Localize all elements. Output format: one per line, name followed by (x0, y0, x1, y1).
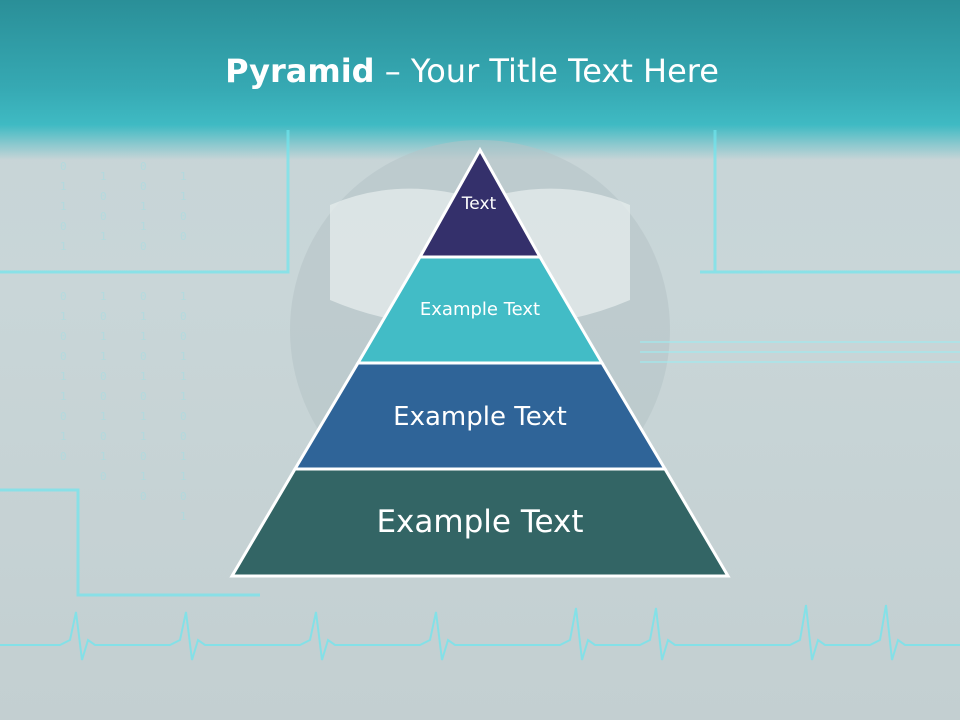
title-text: Your Title Text Here (410, 52, 719, 90)
header-band (0, 0, 960, 160)
svg-text:1: 1 (100, 410, 107, 423)
svg-text:1: 1 (180, 510, 187, 523)
binary-columns: 0 1 1 0 1 0 1 0 0 1 1 0 1 0 1 0 0 1 1 0 1 1 0 0 1 0 1 0 0 0 1 1 0 0 1 1 0 1… (60, 160, 187, 523)
title-bold: Pyramid (225, 52, 375, 90)
svg-text:1: 1 (140, 370, 147, 383)
tier-1-label: Text (461, 194, 497, 214)
svg-text:0: 0 (180, 410, 187, 423)
svg-text:1: 1 (100, 350, 107, 363)
circuit-lines (0, 130, 960, 597)
svg-text:0: 0 (100, 470, 107, 483)
tier-2-label: Example Text (420, 299, 540, 320)
svg-text:1: 1 (180, 350, 187, 363)
svg-text:0: 0 (140, 240, 147, 253)
svg-text:0: 0 (140, 490, 147, 503)
svg-text:0: 0 (100, 370, 107, 383)
svg-text:1: 1 (140, 470, 147, 483)
svg-text:0: 0 (180, 490, 187, 503)
svg-text:0: 0 (140, 160, 147, 173)
svg-text:0: 0 (60, 350, 67, 363)
svg-text:0: 0 (60, 160, 67, 173)
svg-text:0: 0 (180, 430, 187, 443)
svg-text:1: 1 (60, 390, 67, 403)
svg-text:1: 1 (140, 310, 147, 323)
svg-text:1: 1 (100, 330, 107, 343)
svg-text:0: 0 (100, 430, 107, 443)
svg-text:0: 0 (140, 350, 147, 363)
slide-title: Pyramid – Your Title Text Here (0, 52, 944, 90)
title-dash: – (374, 52, 411, 90)
svg-text:0: 0 (140, 450, 147, 463)
svg-text:0: 0 (60, 410, 67, 423)
svg-text:0: 0 (60, 450, 67, 463)
svg-text:0: 0 (100, 210, 107, 223)
svg-text:1: 1 (60, 370, 67, 383)
svg-text:0: 0 (100, 310, 107, 323)
svg-text:1: 1 (180, 450, 187, 463)
svg-text:1: 1 (180, 370, 187, 383)
svg-text:0: 0 (180, 310, 187, 323)
svg-text:0: 0 (140, 290, 147, 303)
svg-text:1: 1 (60, 180, 67, 193)
svg-text:1: 1 (140, 200, 147, 213)
svg-text:1: 1 (60, 310, 67, 323)
svg-text:1: 1 (100, 450, 107, 463)
svg-text:1: 1 (180, 190, 187, 203)
svg-text:0: 0 (140, 390, 147, 403)
svg-text:0: 0 (60, 220, 67, 233)
svg-text:1: 1 (60, 430, 67, 443)
svg-text:0: 0 (60, 290, 67, 303)
svg-text:0: 0 (180, 210, 187, 223)
svg-text:0: 0 (100, 390, 107, 403)
tier-3-label: Example Text (393, 402, 567, 432)
svg-text:1: 1 (100, 290, 107, 303)
svg-text:1: 1 (140, 330, 147, 343)
tier-4-label: Example Text (376, 504, 583, 540)
svg-text:0: 0 (100, 190, 107, 203)
svg-text:1: 1 (60, 240, 67, 253)
svg-text:1: 1 (140, 410, 147, 423)
svg-text:0: 0 (180, 330, 187, 343)
svg-text:1: 1 (60, 200, 67, 213)
svg-text:1: 1 (180, 170, 187, 183)
svg-text:0: 0 (180, 230, 187, 243)
pyramid-tier-4[interactable] (229, 467, 731, 578)
svg-text:1: 1 (100, 170, 107, 183)
svg-text:1: 1 (140, 430, 147, 443)
svg-text:0: 0 (140, 180, 147, 193)
ecg-line (0, 604, 960, 661)
svg-text:0: 0 (60, 330, 67, 343)
svg-text:1: 1 (100, 230, 107, 243)
svg-text:1: 1 (180, 290, 187, 303)
svg-text:1: 1 (180, 470, 187, 483)
svg-text:1: 1 (180, 390, 187, 403)
svg-text:1: 1 (140, 220, 147, 233)
